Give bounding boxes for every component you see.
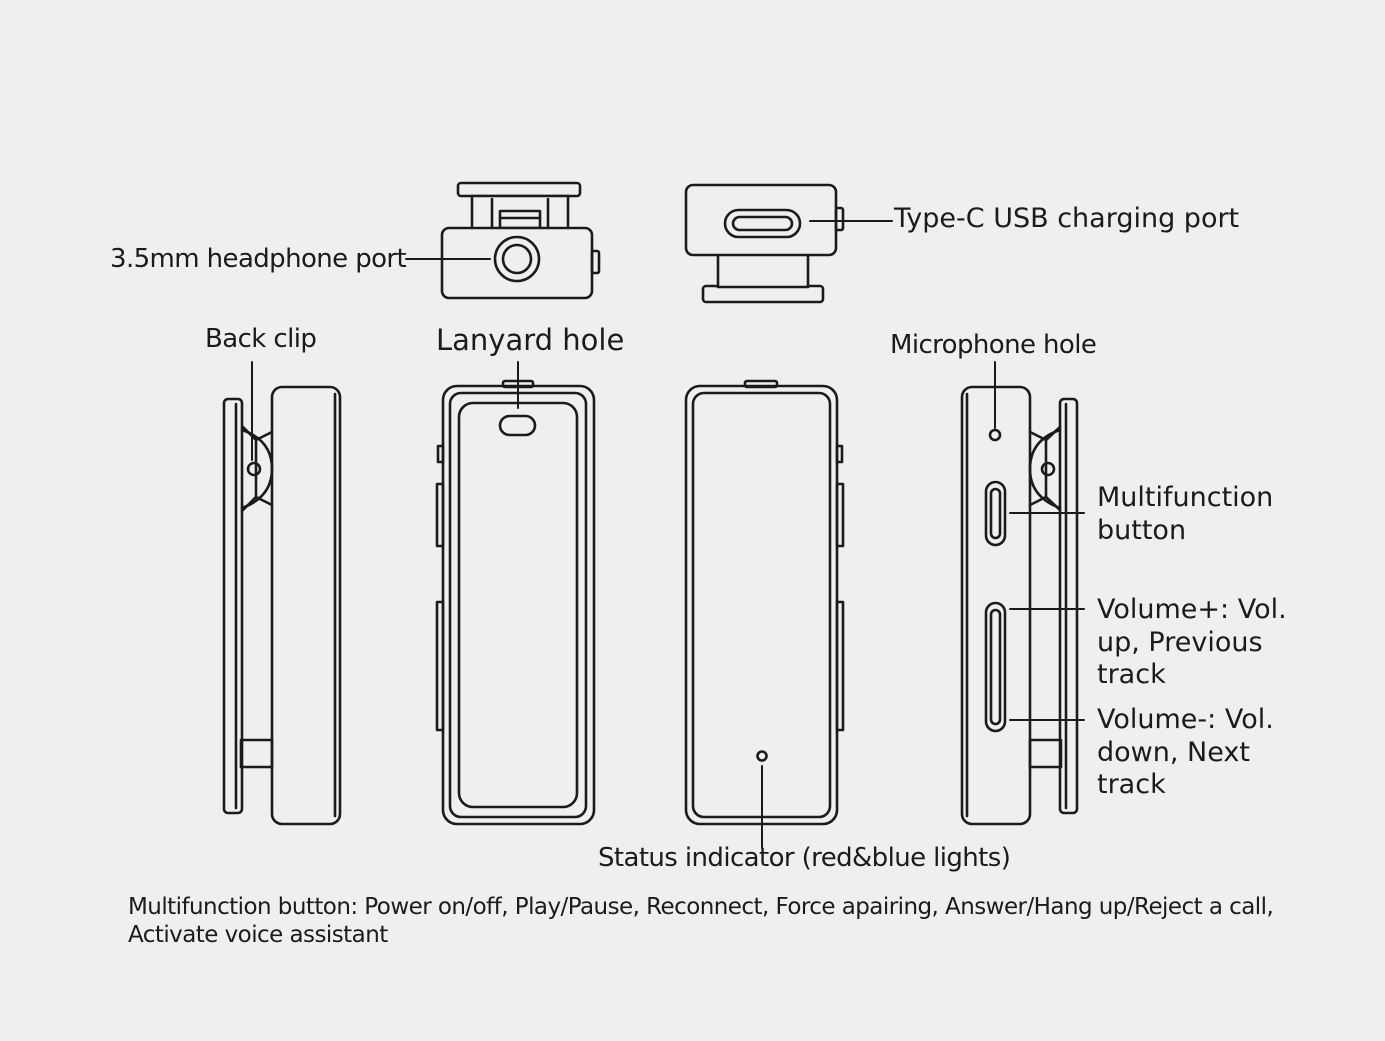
volume-rocker-icon [984,601,1007,733]
multifunction-button-inner [989,487,1002,540]
device-body-end [440,226,594,300]
top-nub [743,379,779,389]
usb-port-label: Type-C USB charging port [894,203,1240,234]
lanyard-hole-label: Lanyard hole [436,323,625,357]
volume-up-label: Volume+: Vol. up, Previous track [1097,594,1287,692]
device-body [684,384,839,826]
side-nub [834,206,845,232]
side-view-right [960,361,1085,826]
label-line: button [1097,514,1187,546]
side-key [435,482,445,548]
side-key [835,444,844,464]
side-nub [590,249,601,275]
device-body [960,385,1032,826]
usb-c-port-inner [731,215,794,232]
device-body [270,385,342,826]
clip-spring [1028,428,1062,510]
side-key [835,482,845,548]
clip-pin [246,461,262,477]
back-clip-label: Back clip [205,324,317,354]
volume-rocker-inner [989,608,1002,726]
clip-plate [222,397,244,815]
top-view-headphone [405,181,601,300]
label-line: Volume+: Vol. [1097,594,1287,625]
label-line: Multifunction [1097,482,1274,513]
volume-down-label: Volume-: Vol. down, Next track [1097,704,1274,802]
device-body [441,384,596,826]
label-line: track [1097,769,1166,800]
headphone-jack-icon [493,235,541,283]
side-key [436,444,445,464]
headphone-jack-inner [501,243,533,275]
back-view [684,379,845,849]
microphone-hole-label: Microphone hole [890,330,1097,360]
usb-c-port-icon [723,208,802,239]
status-indicator-label: Status indicator (red&blue lights) [598,843,1011,873]
label-line: up, Previous [1097,626,1263,658]
note-line: Multifunction button: Power on/off, Play… [128,894,1274,920]
front-view [435,361,596,826]
multifunction-button-icon [984,480,1007,547]
side-view-left [222,361,342,826]
clip-bottom-plate [701,284,825,304]
headphone-port-label: 3.5mm headphone port [110,244,407,274]
top-view-usb [684,183,893,304]
clip-pin [1040,461,1056,477]
clip-plate [1058,397,1079,815]
microphone-hole-icon [988,428,1002,442]
side-key [435,600,445,732]
label-line: down, Next [1097,736,1250,768]
side-key [835,600,845,732]
clip-spring [1028,425,1062,512]
multifunction-note: Multifunction button: Power on/off, Play… [128,893,1274,949]
clip-hinge-block [470,194,570,231]
device-panel [457,401,579,809]
clip-spring [240,428,274,510]
clip-hinge [1028,738,1063,769]
label-line: track [1097,659,1166,690]
device-face [448,391,588,819]
clip-hinge [239,738,274,769]
clip-block [716,250,810,289]
multifunction-button-label: Multifunction button [1097,482,1273,547]
device-face [691,391,832,819]
note-line: Activate voice assistant [128,922,388,948]
clip-top-plate [456,181,582,198]
lanyard-hole-icon [498,414,537,437]
status-led-icon [756,750,768,762]
label-line: Volume-: Vol. [1097,704,1274,735]
